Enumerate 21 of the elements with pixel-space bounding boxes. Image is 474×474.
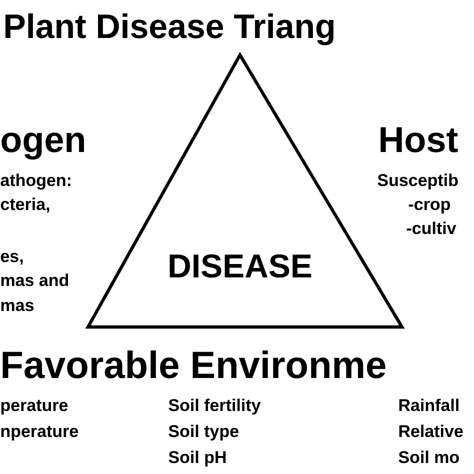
list-text: -cultiv (406, 222, 456, 234)
heading: ogen (2, 132, 84, 160)
list-text: Soil type (168, 424, 238, 441)
list-text: mas and (1, 274, 68, 286)
list-text: -crop (408, 200, 450, 214)
heading: Favorable Environme (2, 350, 386, 378)
list-text: Relative (399, 424, 463, 438)
list-text: mas (1, 302, 34, 312)
list-text: perature (1, 400, 68, 415)
list-text: nperature (1, 426, 78, 441)
list-text: es, (0, 252, 23, 265)
list-text: Soil fertility (168, 398, 261, 415)
title: Plant Disease Triang (5, 13, 334, 46)
list-text: cteria, (0, 198, 50, 213)
list-text: Soil mo (398, 450, 459, 464)
list-text: athogen: (0, 174, 70, 190)
list-text: Susceptib (378, 174, 458, 190)
heading: Host (380, 127, 458, 152)
node-label: DISEASE (170, 254, 312, 278)
list-text: Soil pH (168, 450, 226, 467)
list-text: Rainfall (399, 398, 458, 412)
